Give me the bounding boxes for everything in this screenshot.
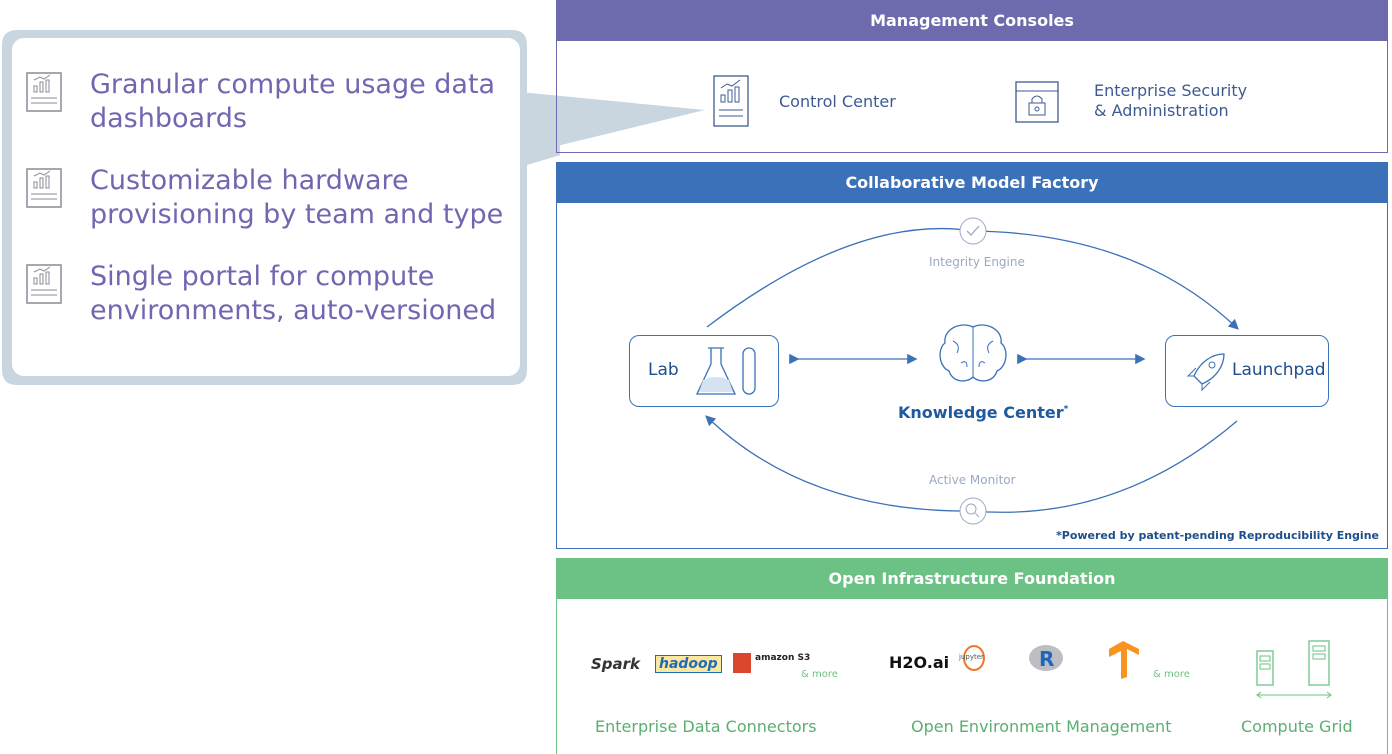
r-logo-ring <box>1029 645 1063 671</box>
dashboard-report-icon <box>26 264 62 304</box>
control-center-label: Control Center <box>779 92 896 111</box>
amazon-s3-logo: amazon S3 <box>755 653 811 663</box>
tensorflow-logo <box>1109 641 1139 679</box>
control-center-icon <box>713 75 749 127</box>
management-consoles-header: Management Consoles <box>557 1 1387 41</box>
footnote: *Powered by patent-pending Reproducibili… <box>1056 529 1379 542</box>
jupyter-icon <box>963 645 985 671</box>
server-grid-icon <box>1256 640 1332 699</box>
feature-text: Single portal for compute environments, … <box>90 261 497 326</box>
feature-item-provisioning: Customizable hardware provisioning by te… <box>26 164 510 232</box>
infrastructure-header: Open Infrastructure Foundation <box>557 559 1387 599</box>
compute-grid-label: Compute Grid <box>1241 717 1353 736</box>
knowledge-center-label: Knowledge Center* <box>898 403 1068 422</box>
dashboard-report-icon <box>26 168 62 208</box>
feature-text: Customizable hardware provisioning by te… <box>90 165 504 230</box>
brain-icon <box>939 324 1007 382</box>
feature-item-dashboards: Granular compute usage data dashboards <box>26 68 510 136</box>
security-label: Enterprise Security & Administration <box>1094 81 1247 121</box>
rocket-icon <box>1186 353 1225 392</box>
factory-flow-lines <box>705 217 1239 525</box>
lab-node[interactable]: Lab <box>629 335 779 407</box>
security-label-line1: Enterprise Security <box>1094 81 1248 100</box>
lock-window-icon <box>1015 81 1059 123</box>
model-factory-header: Collaborative Model Factory <box>557 163 1387 203</box>
enterprise-data-connectors-label: Enterprise Data Connectors <box>595 717 817 736</box>
knowledge-center-mark: * <box>1063 404 1069 415</box>
jupyter-logo: jupyter <box>959 653 984 661</box>
knowledge-center-text: Knowledge Center <box>898 403 1064 422</box>
amazon-s3-icon <box>733 653 751 673</box>
feature-text: Granular compute usage data dashboards <box>90 69 496 134</box>
more-data-label: & more <box>801 669 838 680</box>
launchpad-label: Launchpad <box>1232 360 1326 380</box>
open-environment-management-label: Open Environment Management <box>911 717 1172 736</box>
model-factory-panel: Collaborative Model Factory Integrity En… <box>556 162 1388 549</box>
feature-item-portal: Single portal for compute environments, … <box>26 260 510 328</box>
search-circle-icon <box>959 497 987 525</box>
flask-icon <box>695 347 756 395</box>
dashboard-report-icon <box>26 72 62 112</box>
security-label-line2: & Administration <box>1094 101 1229 120</box>
launchpad-node[interactable]: Launchpad <box>1165 335 1329 407</box>
r-logo: R <box>1039 647 1055 671</box>
spark-logo: Spark <box>591 655 641 673</box>
integrity-engine-label: Integrity Engine <box>929 255 1025 269</box>
h2o-logo: H2O.ai <box>889 653 950 672</box>
active-monitor-label: Active Monitor <box>929 473 1016 487</box>
check-circle-icon <box>959 217 987 245</box>
infrastructure-panel: Open Infrastructure Foundation Spark had… <box>556 558 1388 754</box>
lab-label: Lab <box>648 360 679 380</box>
hadoop-logo: hadoop <box>655 655 722 673</box>
more-env-label: & more <box>1153 669 1190 680</box>
management-consoles-panel: Management Consoles Control Center Enter… <box>556 0 1388 153</box>
callout-pointer <box>520 92 705 155</box>
callout-bubble <box>2 30 560 385</box>
